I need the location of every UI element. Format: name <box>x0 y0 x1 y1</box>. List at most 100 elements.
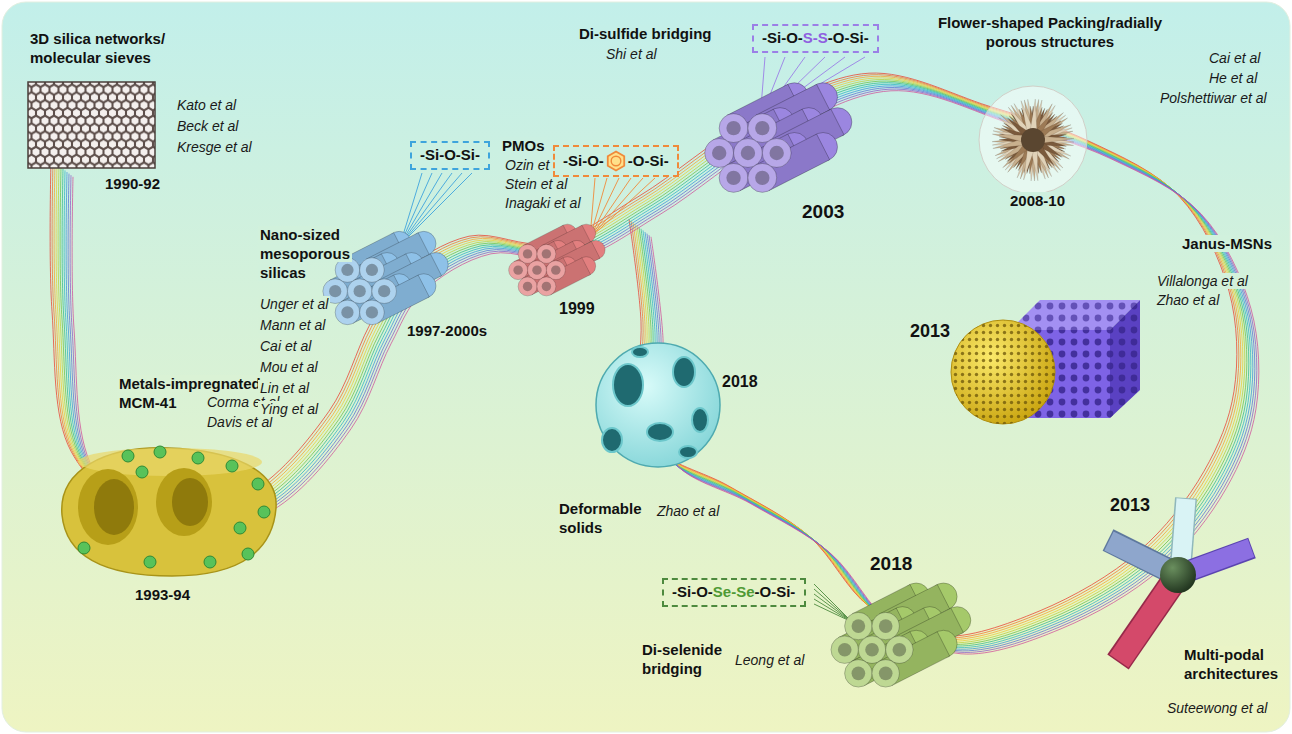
mcm41-particle <box>62 446 276 576</box>
author-citation-box: Leong et al <box>733 652 806 670</box>
year-label-box: 2018 <box>868 552 914 576</box>
author-citation: Cai et al <box>258 338 313 354</box>
author-citation: Zhao et al <box>655 503 721 519</box>
deformable-particle <box>596 343 720 467</box>
section-heading: Di-sulfide bridging <box>577 25 714 42</box>
benzene-ring <box>605 150 627 172</box>
purple-tube-bundle <box>705 83 852 192</box>
ribbon-strand <box>62 83 1249 646</box>
author-citation-box: Zhao et al <box>655 503 721 521</box>
year-label: 2018 <box>720 373 760 390</box>
ring-hexagon <box>608 152 624 171</box>
author-citation-box: Suteewong et al <box>1165 700 1269 718</box>
year-label-box: 2003 <box>800 200 846 224</box>
author-citation-box: Polshettiwar et al <box>1158 90 1269 108</box>
formula-part: -Si-O- <box>762 29 803 46</box>
section-heading: Deformable solids <box>557 500 644 536</box>
formula-text: -Si-O- <box>563 152 604 171</box>
ribbon-strand <box>72 91 1259 654</box>
leader-fans <box>400 57 865 622</box>
year-label: 1999 <box>557 300 597 317</box>
honeycomb-sieve <box>28 82 155 168</box>
year-label-box: 1999 <box>557 299 597 319</box>
section-heading-box: Di-selenide bridging <box>640 641 730 679</box>
section-heading-box: Di-sulfide bridging <box>577 25 714 44</box>
author-citation-box: Villalonga et al <box>1155 273 1250 291</box>
author-citation: Lin et al <box>258 380 311 396</box>
year-label-box: 1997-2000s <box>405 322 489 341</box>
section-heading-box: Multi-podal architectures <box>1182 646 1286 684</box>
ribbon-strand <box>58 79 1245 642</box>
year-label-box: 2008-10 <box>1008 192 1067 211</box>
formula-box: -Si-O-Si- <box>410 141 490 170</box>
author-citation-box: Lin et al <box>258 380 311 398</box>
author-citation: Kresge et al <box>175 139 254 155</box>
author-citation-box: Inagaki et al <box>503 195 583 213</box>
flower-particle <box>979 86 1087 194</box>
year-label: 2013 <box>908 321 952 341</box>
author-citation-box: He et al <box>1207 70 1259 88</box>
multipodal-particle <box>1108 498 1252 662</box>
year-label-box: 2018 <box>720 372 760 392</box>
formula-text: -Si-O-Si- <box>420 146 480 165</box>
formula-text: -Si-O-S-S-O-Si- <box>762 29 869 48</box>
author-citation-box: Cai et al <box>1207 50 1262 68</box>
author-citation-box: Cai et al <box>258 338 313 356</box>
formula-part: -Si-O- <box>672 583 713 600</box>
author-citation-box: Stein et al <box>503 176 569 194</box>
author-citation-box: Beck et al <box>175 118 240 136</box>
ribbon-strand <box>60 81 1247 644</box>
formula-box: -Si-O- -O-Si- <box>553 145 679 177</box>
year-label-box: 2013 <box>1108 494 1152 517</box>
timeline-ribbon <box>50 73 1259 654</box>
year-label: 2013 <box>1108 495 1152 515</box>
section-heading-box: Nano-sized mesoporous silicas <box>258 226 358 282</box>
author-citation: He et al <box>1207 70 1259 86</box>
author-citation: Mann et al <box>258 317 327 333</box>
year-label-box: 1990-92 <box>103 175 162 194</box>
section-heading-box: Flower-shaped Packing/radially porous st… <box>925 14 1175 52</box>
section-heading-box: Deformable solids <box>557 500 652 538</box>
author-citation: Beck et al <box>175 118 240 134</box>
janus-particle <box>951 300 1140 424</box>
year-label: 2018 <box>868 553 914 574</box>
formula-box: -Si-O-Se-Se-O-Si- <box>662 578 806 607</box>
author-citation: Ying et al <box>258 401 320 417</box>
author-citation: Shi et al <box>604 46 659 62</box>
formula-text: -O-Si- <box>628 152 669 171</box>
author-citation-box: Mann et al <box>258 317 327 335</box>
section-heading: 3D silica networks/ molecular sieves <box>28 30 167 66</box>
section-heading: Multi-podal architectures <box>1182 646 1280 682</box>
year-label: 1990-92 <box>103 175 162 192</box>
green-tube-bundle <box>831 583 971 687</box>
author-citation: Leong et al <box>733 652 806 668</box>
author-citation-box: Zhao et al <box>1155 292 1221 310</box>
author-citation-box: Kresge et al <box>175 139 254 157</box>
formula-text: -Si-O-Se-Se-O-Si- <box>672 583 795 602</box>
author-citation-box: Ying et al <box>258 401 320 419</box>
flower-core <box>1021 128 1045 152</box>
section-heading: PMOs <box>500 137 547 154</box>
author-citation-box: Kato et al <box>175 97 238 115</box>
year-label: 2008-10 <box>1008 192 1067 209</box>
ribbon-strand <box>56 78 1243 641</box>
section-heading: Flower-shaped Packing/radially porous st… <box>936 14 1164 50</box>
author-citation: Stein et al <box>503 176 569 192</box>
flower-spike <box>1041 136 1074 143</box>
section-heading-box: 3D silica networks/ molecular sieves <box>28 30 198 68</box>
section-heading-box: Janus-MSNs <box>1180 235 1274 254</box>
author-citation: Unger et al <box>258 296 330 312</box>
section-heading-box: PMOs <box>500 137 547 156</box>
ribbon-strand <box>64 84 1251 647</box>
flower-spike <box>992 134 1025 142</box>
formula-part: -O-Si- <box>828 29 869 46</box>
leader-fan <box>400 173 472 245</box>
author-citation-box: Unger et al <box>258 296 330 314</box>
ribbon-strand <box>66 86 1253 649</box>
ring-circle <box>611 156 621 166</box>
year-label-box: 2013 <box>908 320 952 343</box>
ribbon-strand <box>52 75 1239 638</box>
author-citation-box: Shi et al <box>604 46 659 64</box>
